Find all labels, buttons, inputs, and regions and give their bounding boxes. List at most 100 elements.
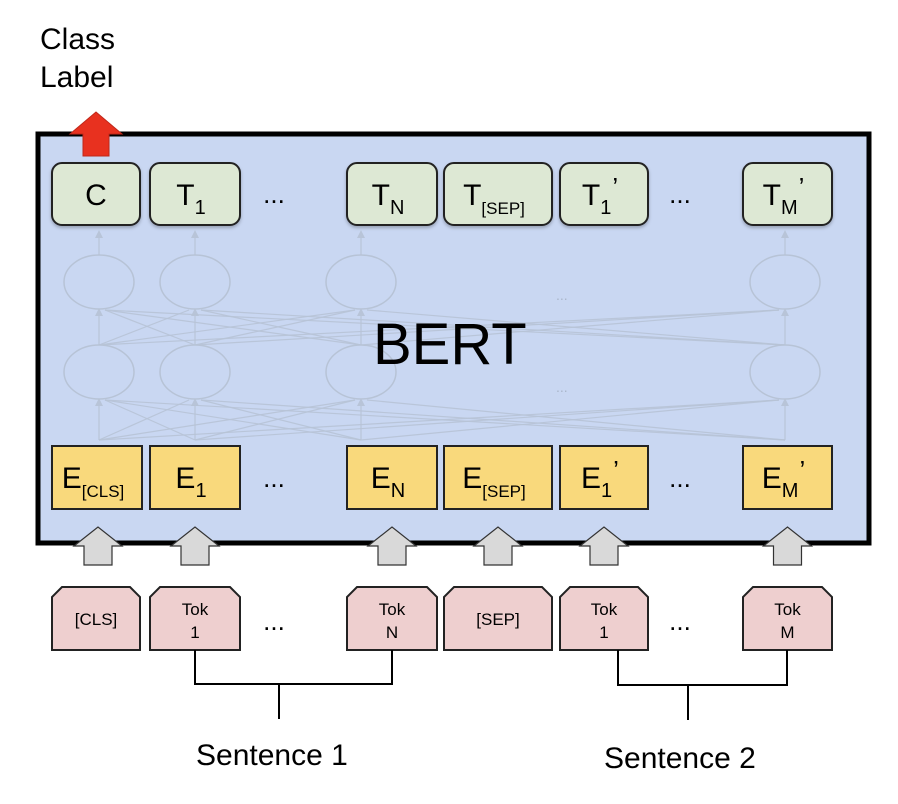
network-connection [104, 399, 786, 441]
network-connection [104, 399, 362, 441]
embedding-box: EN [346, 445, 438, 510]
hidden-ellipsis: ... [556, 287, 568, 303]
output-token-box: TN [346, 162, 438, 226]
token-label: Tok [774, 600, 801, 619]
hidden-node-layer-1 [63, 344, 135, 400]
token-box-shape [742, 586, 833, 651]
network-connection [98, 309, 190, 346]
network-connection [194, 399, 356, 441]
input-token-box: [CLS] [51, 586, 141, 651]
token-label: [CLS] [75, 610, 118, 629]
token-label: Tok [182, 600, 209, 619]
hidden-node-layer-2 [159, 254, 231, 310]
input-token-box: Tok 1 [559, 586, 649, 651]
output-layer: C T1... TN T[SEP] T1’... TM’ [51, 162, 833, 226]
embedding-box: EM’ [742, 445, 833, 510]
token-box-shape [346, 586, 438, 651]
network-connection [98, 309, 356, 346]
embedding-box-shape [51, 445, 143, 510]
embedding-box-shape [149, 445, 241, 510]
token-label: M [780, 623, 794, 642]
output-ellipsis: ... [669, 179, 691, 209]
hidden-ellipsis: ... [556, 379, 568, 395]
embedding-box: E1 [149, 445, 241, 510]
network-connection [104, 309, 786, 346]
box-label: TM’ [763, 172, 805, 219]
output-token-box: C [51, 162, 141, 226]
hidden-node-layer-1 [325, 344, 397, 400]
sentence-2-label: Sentence 2 [604, 742, 756, 775]
output-box-shape [443, 162, 553, 226]
output-ellipsis: ... [263, 179, 285, 209]
box-label: E1’ [581, 455, 619, 502]
hidden-network: ...... [63, 230, 821, 441]
network-connection [194, 309, 356, 346]
embedding-box: E[SEP] [443, 445, 553, 510]
hidden-node-layer-1 [159, 344, 231, 400]
box-label: TN [372, 179, 405, 219]
token-label: N [386, 623, 398, 642]
sentence-2-bracket [617, 650, 788, 720]
class-output-arrow [68, 111, 124, 157]
output-box-shape [742, 162, 833, 226]
input-arrow [578, 526, 630, 566]
class-label-line-2: Label [40, 61, 113, 94]
box-label: EN [371, 462, 405, 502]
embedding-box-shape [346, 445, 438, 510]
hidden-node-layer-2 [749, 254, 821, 310]
hidden-node-layer-1 [749, 344, 821, 400]
token-box-shape [443, 586, 553, 651]
hidden-node-layer-2 [325, 254, 397, 310]
input-arrow [366, 526, 418, 566]
network-connection [200, 399, 786, 441]
box-label: EM’ [762, 455, 805, 502]
output-token-box: TM’ [742, 162, 833, 226]
sentence-1-label: Sentence 1 [196, 739, 348, 772]
bert-title: BERT [373, 312, 527, 377]
embedding-box-shape [742, 445, 833, 510]
input-arrows [72, 526, 814, 566]
token-label: 1 [190, 623, 199, 642]
input-token-box: [SEP] [443, 586, 553, 651]
output-box-shape [346, 162, 438, 226]
network-connection [366, 309, 786, 346]
token-box-shape [51, 586, 141, 651]
token-ellipsis: ... [669, 606, 691, 636]
class-label-line-1: Class [40, 23, 115, 56]
box-label: T[SEP] [463, 179, 525, 218]
input-token-box: Tok 1 [149, 586, 241, 651]
output-token-box: T1’ [559, 162, 649, 226]
network-connection [200, 309, 786, 346]
network-connection [104, 309, 362, 346]
network-connection [98, 399, 356, 441]
network-connection [104, 399, 196, 441]
hidden-node-layer-2 [63, 254, 135, 310]
output-box-shape [149, 162, 241, 226]
box-label: E[SEP] [462, 462, 525, 501]
token-label: Tok [379, 600, 406, 619]
network-connection [98, 399, 190, 441]
token-box-shape [559, 586, 649, 651]
output-box-shape [51, 162, 141, 226]
network-connection [366, 399, 786, 441]
output-box-shape [559, 162, 649, 226]
input-arrow [472, 526, 524, 566]
output-token-box: T[SEP] [443, 162, 553, 226]
input-arrow [72, 526, 124, 566]
token-label: Tok [591, 600, 618, 619]
token-box-shape [149, 586, 241, 651]
embedding-ellipsis: ... [669, 463, 691, 493]
box-label: C [85, 179, 107, 212]
token-ellipsis: ... [263, 606, 285, 636]
sentence-1-bracket [194, 650, 393, 719]
network-connection [104, 309, 196, 346]
input-arrow [761, 526, 814, 566]
box-label: E[CLS] [62, 462, 125, 501]
token-label: 1 [599, 623, 608, 642]
box-label: T1 [176, 179, 205, 219]
